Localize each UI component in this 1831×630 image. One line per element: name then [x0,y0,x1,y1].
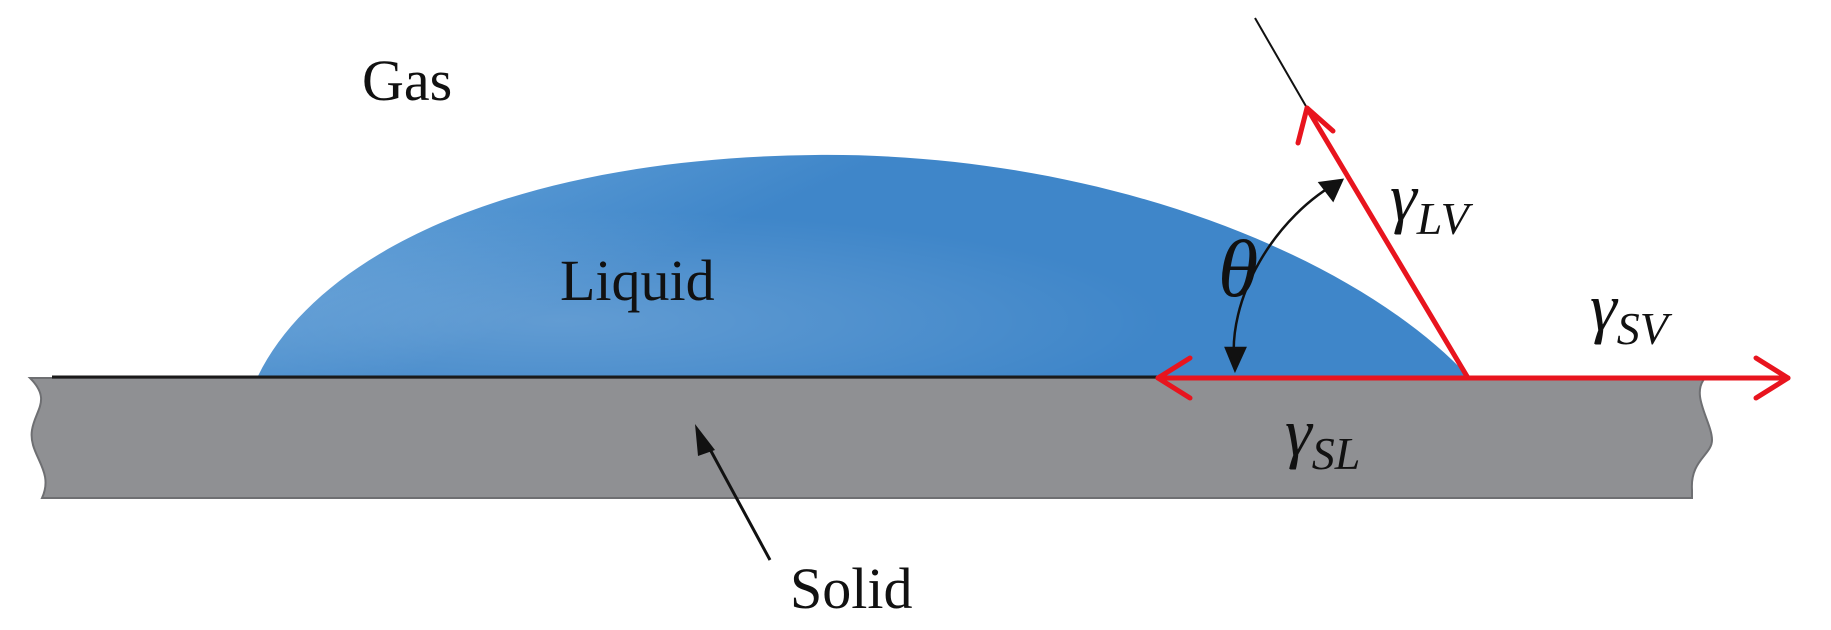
label-liquid: Liquid [560,248,715,313]
label-gamma-sv-symbol: γ [1590,269,1619,345]
solid-substrate [27,377,1714,499]
label-gamma-lv-symbol: γ [1390,159,1419,235]
contact-angle-arc-arrowhead-bottom [1224,346,1247,374]
label-gamma-lv: γLV [1390,159,1474,244]
contact-angle-arc-curve [1232,178,1343,369]
vector-gamma-lv-arrowhead [1295,105,1336,146]
label-gamma-sl: γSL [1285,394,1360,479]
label-gamma-lv-subscript: LV [1416,193,1474,244]
tangent-extension-line [1254,17,1308,109]
solid-pointer-line [703,439,772,561]
label-contact-angle: θ [1218,223,1258,314]
label-gamma-sl-subscript: SL [1312,428,1361,479]
vector-gamma-sv-arrowhead [1753,355,1791,401]
label-gamma-sv-subscript: SV [1617,303,1673,354]
label-gas: Gas [362,48,452,113]
liquid-droplet-highlight [258,154,1468,376]
surface-tension-vectors [1155,105,1791,401]
label-gamma-sl-symbol: γ [1285,394,1314,470]
vector-gamma-sl-arrowhead [1155,355,1193,401]
label-gamma-sv: γSV [1590,269,1673,354]
solid-pointer-arrowhead [695,424,715,456]
contact-angle-arc [1224,178,1345,374]
label-solid: Solid [790,556,913,621]
solid-pointer-arrow [695,424,772,561]
contact-angle-arc-arrowhead-top [1317,178,1345,203]
vector-gamma-lv [1304,105,1471,381]
